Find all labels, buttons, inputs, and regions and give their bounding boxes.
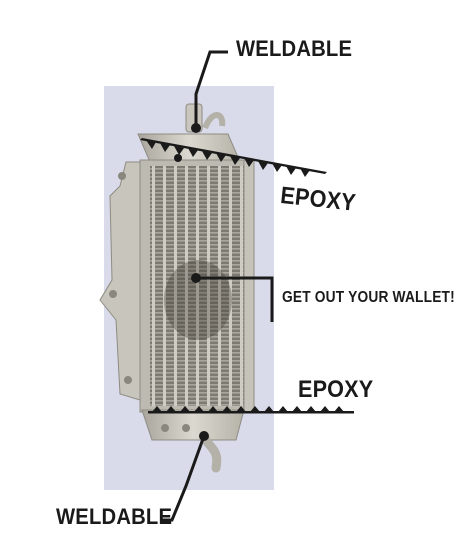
- leader-dot-weldable-top: [191, 123, 201, 133]
- right-side-rail: [243, 159, 255, 413]
- leader-dot-wallet: [191, 273, 201, 283]
- top-overflow-pipe: [202, 112, 226, 130]
- label-epoxy-bottom: EPOXY: [298, 376, 374, 403]
- epoxy-line-top: [140, 138, 327, 177]
- bracket-hole: [124, 376, 132, 384]
- bracket-hole: [109, 290, 117, 298]
- leader-line-weldable-top: [194, 50, 228, 126]
- core-tubes: [152, 166, 243, 406]
- label-weldable-top: WELDABLE: [236, 36, 353, 61]
- bottom-tank-bolt: [182, 424, 190, 432]
- epoxy-dot-top: [174, 154, 182, 162]
- bracket-hole: [118, 172, 126, 180]
- core-grime: [164, 260, 232, 340]
- label-get-out-your-wallet: GET OUT YOUR WALLET!: [282, 289, 455, 306]
- leader-line-wallet: [196, 276, 274, 322]
- bottom-tank-bolt: [161, 424, 169, 432]
- bottom-tank: [141, 409, 245, 441]
- leader-line-weldable-bottom: [160, 435, 206, 522]
- epoxy-line-bottom: [148, 406, 354, 414]
- label-weldable-bottom: WELDABLE: [56, 504, 173, 529]
- leader-dot-weldable-bottom: [199, 431, 209, 441]
